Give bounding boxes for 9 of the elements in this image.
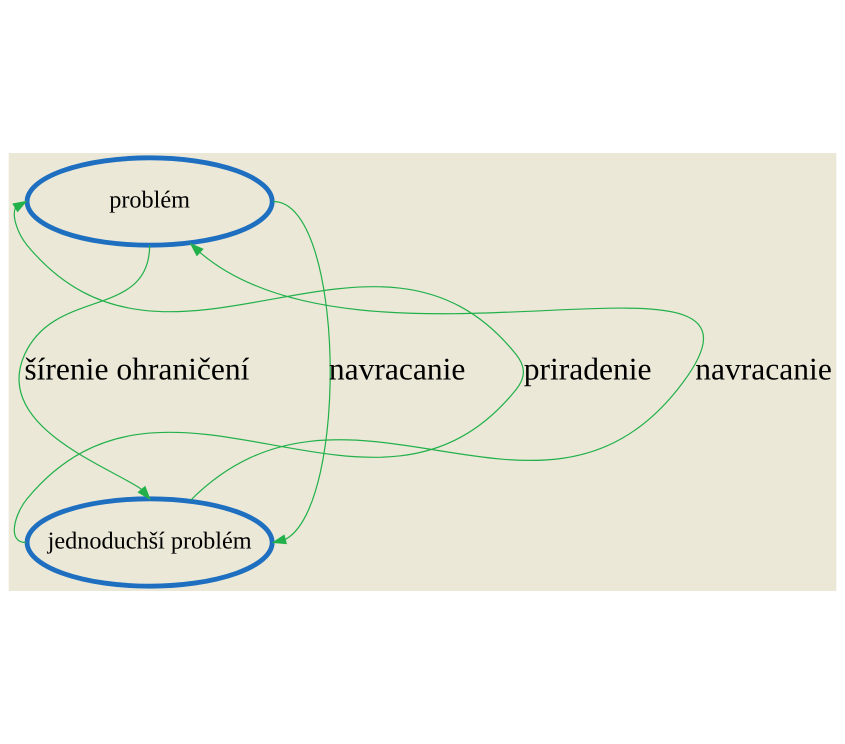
- arrow: [190, 242, 702, 500]
- arrow: [18, 245, 151, 500]
- node-ellipse: problém: [24, 155, 275, 248]
- node-ellipse: jednoduchší problém: [24, 496, 275, 589]
- edge-label: šírenie ohraničení: [24, 352, 250, 387]
- arrow: [272, 200, 331, 544]
- edge-label: navracanie: [695, 352, 832, 387]
- arrow: [12, 200, 524, 543]
- edge-label: priradenie: [524, 352, 652, 387]
